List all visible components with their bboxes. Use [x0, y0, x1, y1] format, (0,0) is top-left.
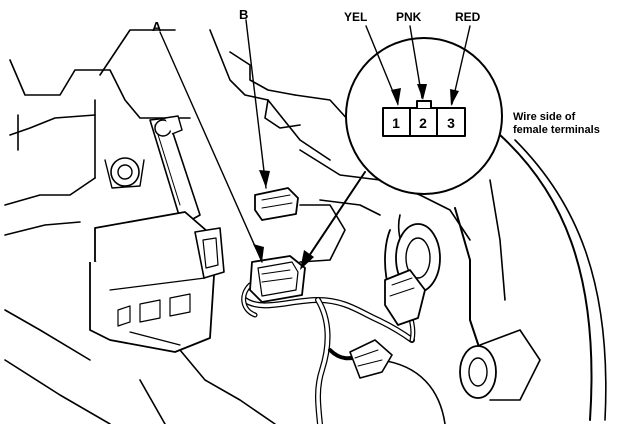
connector-face	[382, 107, 466, 137]
leader-arrow-a	[253, 244, 264, 262]
steering-column	[299, 134, 607, 424]
leader-arrow-b	[259, 170, 270, 188]
callout-label-b: B	[239, 7, 248, 22]
terminal-inset	[345, 25, 503, 195]
relay-box	[89, 211, 225, 353]
terminal-number: 1	[392, 115, 400, 131]
inset-pointer	[300, 171, 366, 270]
terminal-number: 2	[419, 115, 427, 131]
leader-line-b	[245, 19, 267, 189]
mounting-bracket	[149, 115, 201, 226]
connector-latch	[416, 100, 432, 108]
column-connector	[349, 269, 426, 379]
terminal-number: 3	[447, 115, 455, 131]
note-line-2: female terminals	[513, 124, 600, 136]
connector-b	[254, 187, 299, 221]
connector-a	[249, 255, 306, 303]
wire-color-yel: YEL	[344, 10, 367, 24]
mounting-boss	[104, 157, 145, 189]
note-line-1: Wire side of	[513, 111, 576, 123]
callout-label-a: A	[152, 19, 162, 34]
wire-color-red: RED	[455, 10, 481, 24]
wire-color-pnk: PNK	[396, 10, 422, 24]
callout-leaders	[159, 19, 267, 263]
leader-line-a	[159, 31, 263, 263]
